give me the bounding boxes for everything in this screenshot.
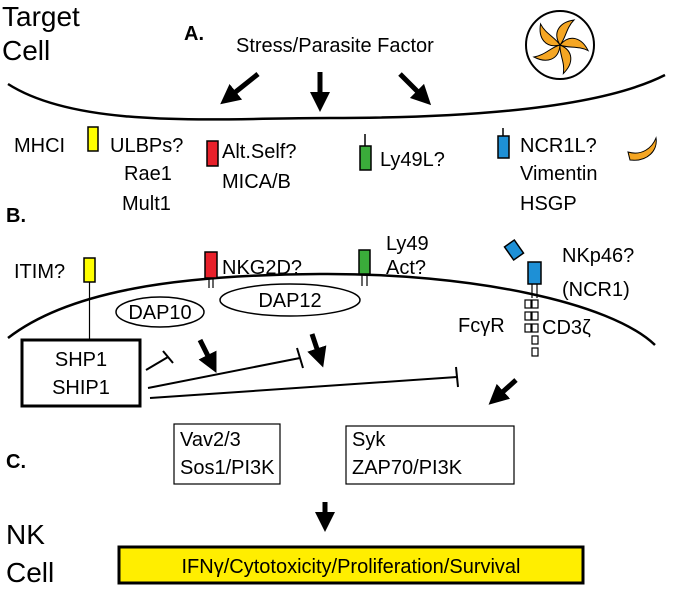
mhci-label: MHCI xyxy=(14,135,65,157)
target-cell-label-line1: Target xyxy=(2,1,80,32)
ncr1l-label: NCR1L? xyxy=(520,135,597,157)
section-a-label: A. xyxy=(184,23,204,45)
ulbps-label: ULBPs? xyxy=(110,135,183,157)
shp1-ship1-box xyxy=(20,338,142,408)
activation-arrows xyxy=(197,333,518,405)
syk-label: Syk xyxy=(352,429,386,451)
syk-zap70-box xyxy=(345,425,515,485)
vimentin-label: Vimentin xyxy=(520,163,597,185)
fcgr-cd3z-adaptor xyxy=(524,299,539,357)
mhci-ligand xyxy=(87,126,99,152)
parasite-icon xyxy=(525,10,595,80)
alt-self-ligand xyxy=(206,140,219,167)
section-b-label: B. xyxy=(6,205,26,227)
nkp46-label: NKp46? xyxy=(562,245,634,267)
rae1-label: Rae1 xyxy=(124,163,172,185)
outcome-label: IFNγ/Cytotoxicity/Proliferation/Survival xyxy=(182,556,521,578)
target-cell-membrane xyxy=(7,73,666,121)
zap70-pi3k-label: ZAP70/PI3K xyxy=(352,457,463,479)
nkg2d-receptor xyxy=(204,251,218,288)
nkg2d-label: NKG2D? xyxy=(222,257,302,279)
stress-arrow-right xyxy=(398,72,432,106)
dap10-activation-arrow xyxy=(197,338,217,373)
vav-sos-box xyxy=(173,423,281,485)
ly49-label: Ly49 xyxy=(386,233,429,255)
ncr1l-ligand xyxy=(497,128,510,159)
act-label: Act? xyxy=(386,257,426,279)
vav-label: Vav2/3 xyxy=(180,429,241,451)
sos-pi3k-label: Sos1/PI3K xyxy=(180,457,275,479)
stress-arrow-left xyxy=(220,72,260,105)
mica-b-label: MICA/B xyxy=(222,171,291,193)
inhibit-dap12 xyxy=(147,357,301,389)
itim-label: ITIM? xyxy=(14,261,65,283)
stress-factor-label: Stress/Parasite Factor xyxy=(236,35,434,57)
dap10-label: DAP10 xyxy=(128,302,191,324)
shp1-label: SHP1 xyxy=(55,349,107,371)
stress-arrows xyxy=(220,72,432,112)
cd3z-label: CD3ζ xyxy=(542,317,591,339)
ship1-label: SHIP1 xyxy=(52,377,110,399)
nk-cell-label-line2: Cell xyxy=(6,557,54,588)
dap12-label: DAP12 xyxy=(258,290,321,312)
inhibit-dap10 xyxy=(145,356,169,371)
outcome-box xyxy=(117,545,585,585)
dap12-activation-arrow xyxy=(307,333,327,368)
section-c-label: C. xyxy=(6,451,26,473)
dap12-adaptor xyxy=(219,283,361,317)
hsgp-label: HSGP xyxy=(520,193,577,215)
ncr1-label: (NCR1) xyxy=(562,279,630,301)
ly49l-label: Ly49L? xyxy=(380,149,445,171)
mult1-label: Mult1 xyxy=(122,193,171,215)
itim-receptor xyxy=(83,257,96,340)
dap10-adaptor xyxy=(115,296,205,328)
itam-activation-arrow xyxy=(488,378,518,405)
alt-self-label: Alt.Self? xyxy=(222,141,296,163)
inhibition-lines xyxy=(145,347,459,399)
nk-cell-membrane xyxy=(7,272,656,346)
inhibit-itam xyxy=(149,376,458,399)
ly49l-ligand xyxy=(359,134,372,171)
fcgr-label: FcγR xyxy=(458,315,505,337)
ly49-receptor xyxy=(358,249,371,286)
target-cell-label-line2: Cell xyxy=(2,35,50,66)
nk-cell-label-line1: NK xyxy=(6,519,45,550)
nkp46-receptor xyxy=(503,238,542,298)
parasite-fragment-icon xyxy=(627,136,657,161)
